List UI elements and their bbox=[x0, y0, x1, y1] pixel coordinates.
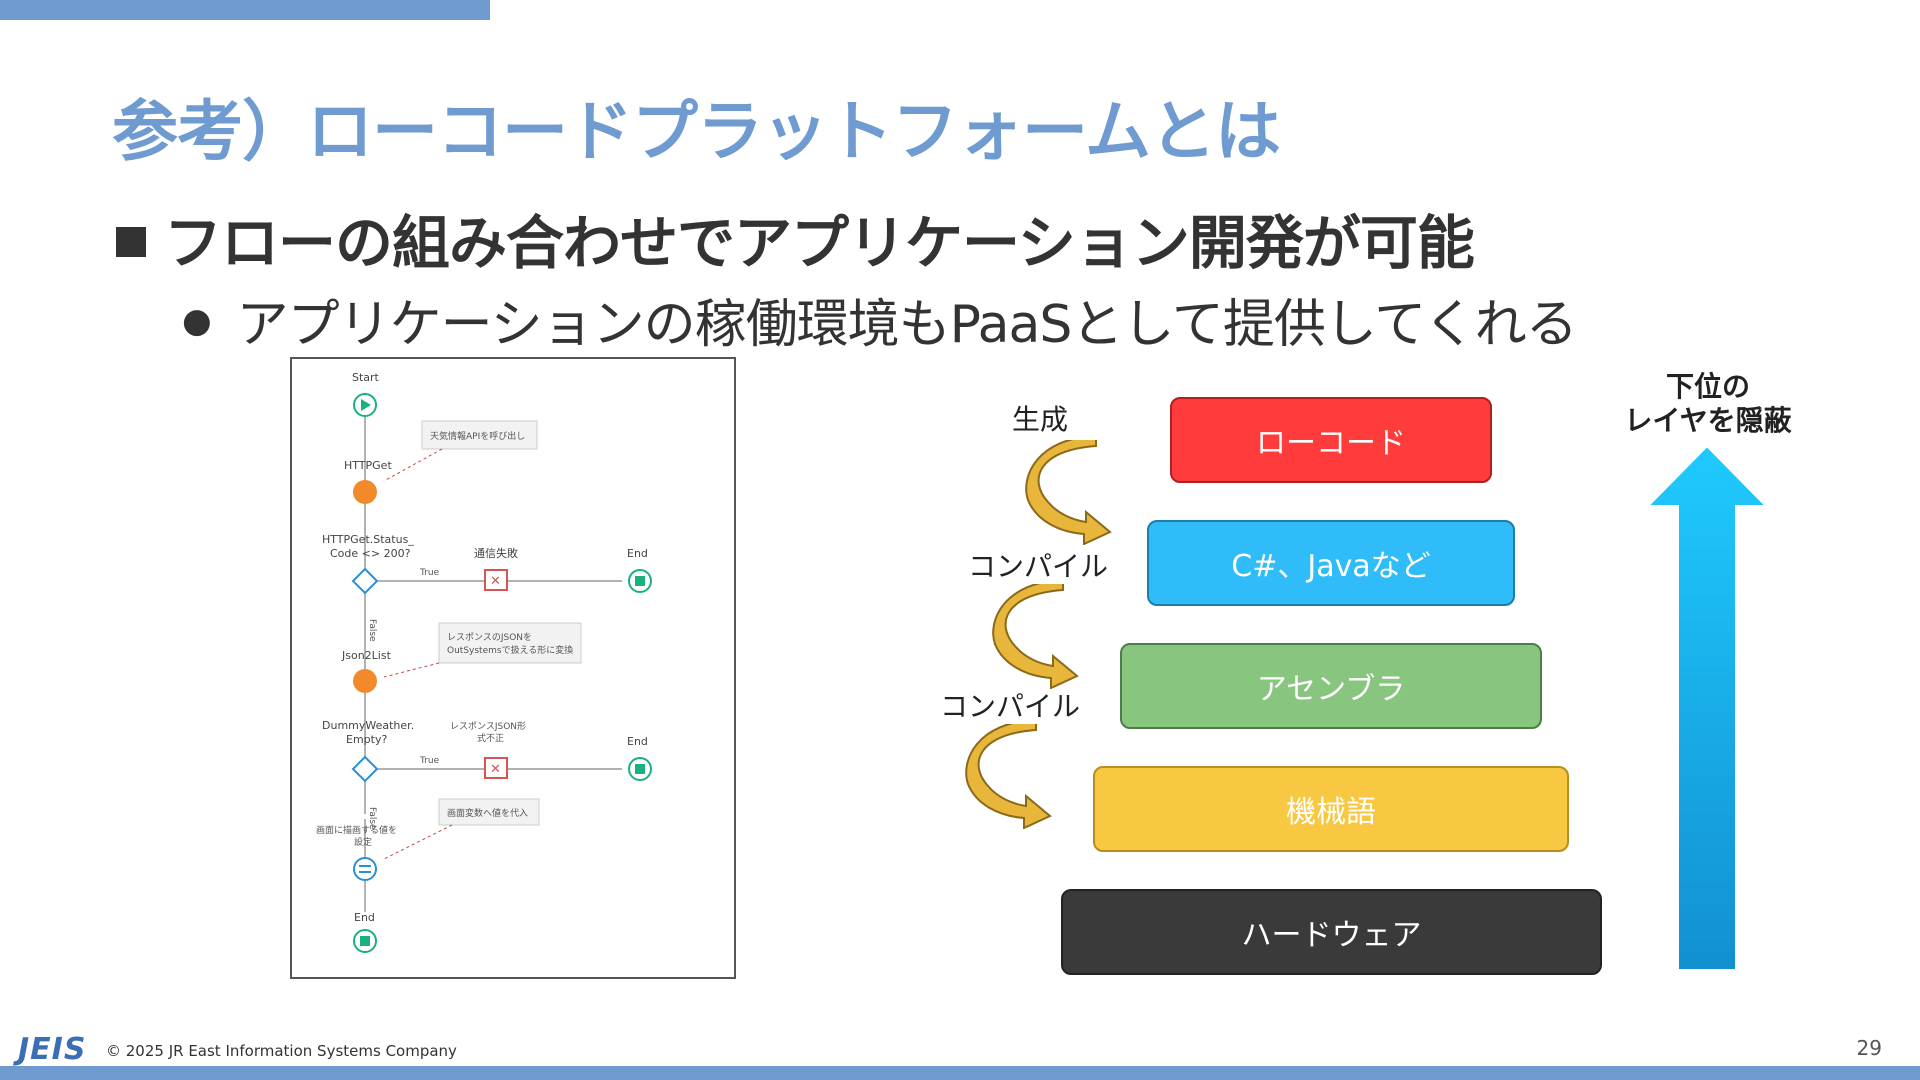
compile-label-2: コンパイル bbox=[940, 690, 1081, 723]
error-x-icon: ✕ bbox=[490, 574, 501, 589]
slide-title: 参考）ローコードプラットフォームとは bbox=[112, 93, 1281, 170]
note-1 bbox=[421, 420, 538, 450]
err2-label-line2: 式不正 bbox=[477, 732, 504, 744]
end3-label: End bbox=[354, 911, 375, 924]
json2list-label: Json2List bbox=[341, 649, 392, 662]
cond2-label-line2: Empty? bbox=[346, 733, 387, 746]
hide-lower-layers-label: 下位の レイヤを隠蔽 bbox=[1618, 370, 1798, 438]
assign-label-line2: 設定 bbox=[354, 836, 372, 848]
stop-icon bbox=[635, 764, 645, 774]
err1-label: 通信失敗 bbox=[474, 546, 518, 560]
top-accent-bar bbox=[0, 0, 490, 20]
compile-label-1: コンパイル bbox=[968, 550, 1109, 583]
sub-bullet-text: アプリケーションの稼働環境もPaaSとして提供してくれる bbox=[236, 295, 1578, 355]
true2-label: True bbox=[419, 756, 440, 766]
err1-node bbox=[484, 569, 508, 591]
stop-icon bbox=[635, 576, 645, 586]
bottom-accent-bar bbox=[0, 1066, 1920, 1080]
curved-arrow-icon bbox=[965, 724, 1052, 829]
assign-label-line1: 画面に描画する値を bbox=[316, 824, 397, 836]
err2-label-line1: レスポンスJSON形 bbox=[450, 720, 526, 732]
false2-label: False bbox=[367, 807, 377, 830]
assign-node bbox=[353, 857, 377, 881]
false1-label: False bbox=[367, 619, 377, 642]
flow-diagram: Start 天気情報APIを呼び出し HTTPGet HTTPGet.Statu… bbox=[290, 357, 736, 979]
layer-machine-code: 機械語 bbox=[1093, 766, 1569, 852]
layer-lowcode: ローコード bbox=[1170, 397, 1492, 483]
dot-bullet-icon: ● bbox=[182, 301, 212, 341]
cond1-label-line1: HTTPGet.Status_ bbox=[322, 533, 414, 546]
httpget-node bbox=[353, 480, 377, 504]
play-icon bbox=[361, 399, 371, 411]
copyright-text: © 2025 JR East Information Systems Compa… bbox=[106, 1042, 457, 1060]
curved-arrow-icon bbox=[1025, 440, 1112, 545]
generate-label: 生成 bbox=[1012, 403, 1069, 436]
main-bullet-text: フローの組み合わせでアプリケーション開発が可能 bbox=[164, 209, 1475, 277]
layer-hardware: ハードウェア bbox=[1061, 889, 1602, 975]
note-1-text: 天気情報APIを呼び出し bbox=[430, 430, 525, 442]
end2-label: End bbox=[627, 735, 648, 748]
flow-diagram-canvas: Start 天気情報APIを呼び出し HTTPGet HTTPGet.Statu… bbox=[316, 371, 652, 953]
note-3-text: 画面変数へ値を代入 bbox=[447, 807, 528, 819]
page-number: 29 bbox=[1856, 1036, 1882, 1060]
note-2-line1: レスポンスのJSONを bbox=[447, 632, 532, 643]
true1-label: True bbox=[419, 568, 440, 578]
httpget-label: HTTPGet bbox=[344, 459, 392, 472]
hide-label-line2: レイヤを隠蔽 bbox=[1624, 404, 1792, 437]
hide-label-line1: 下位の bbox=[1665, 370, 1750, 403]
err2-node bbox=[484, 757, 508, 779]
layer-assembler: アセンブラ bbox=[1120, 643, 1542, 729]
curved-arrow-icon bbox=[992, 584, 1079, 689]
note-3 bbox=[438, 798, 540, 826]
note-2 bbox=[438, 622, 582, 664]
note-2-line2: OutSystemsで扱える形に変換 bbox=[447, 644, 573, 656]
start-label: Start bbox=[352, 371, 380, 384]
cond2-label-line1: DummyWeather. bbox=[322, 719, 414, 732]
up-arrow-icon bbox=[1645, 444, 1769, 971]
cond1-label-line2: Code <> 200? bbox=[330, 547, 411, 560]
company-logo: JEIS bbox=[18, 1032, 87, 1067]
square-bullet-icon bbox=[116, 227, 146, 257]
error-x-icon: ✕ bbox=[490, 762, 501, 777]
json2list-node bbox=[353, 669, 377, 693]
cond2-diamond bbox=[351, 755, 379, 783]
end1-label: End bbox=[627, 547, 648, 560]
sub-bullet: ● アプリケーションの稼働環境もPaaSとして提供してくれる bbox=[182, 282, 1578, 357]
main-bullet: フローの組み合わせでアプリケーション開発が可能 bbox=[116, 196, 1475, 280]
cond1-diamond bbox=[351, 567, 379, 595]
layer-csharp-java: C#、Javaなど bbox=[1147, 520, 1515, 606]
stop-icon bbox=[360, 936, 370, 946]
